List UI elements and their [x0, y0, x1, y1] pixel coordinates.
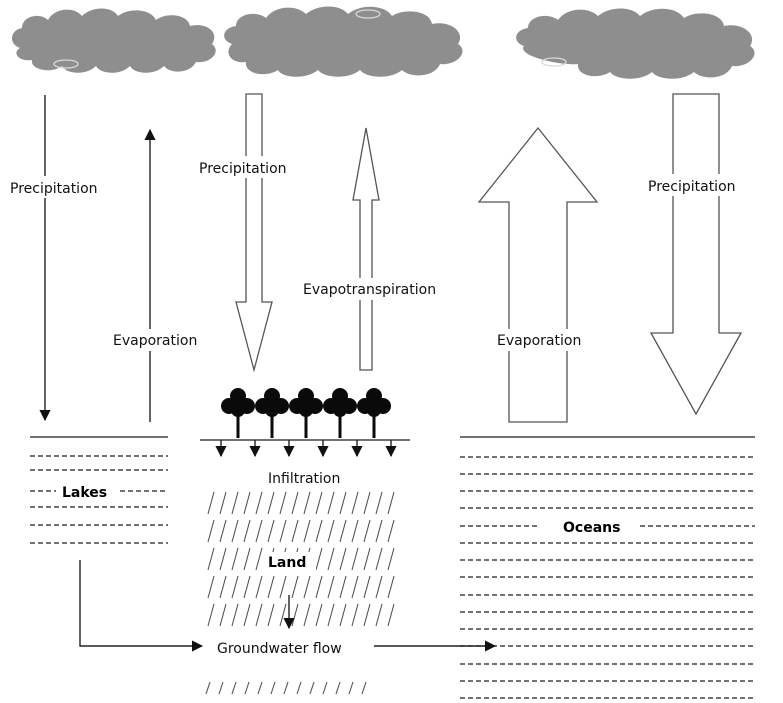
- oceans-water-body: [460, 436, 755, 699]
- tree-icon: [255, 388, 289, 438]
- precipitation-lakes-label: Precipitation: [10, 181, 98, 197]
- groundwater-from-lakes-arrow: [79, 560, 204, 652]
- land-bottom-hatching: [205, 681, 367, 695]
- infiltration-label: Infiltration: [268, 471, 340, 487]
- precipitation-ocean-arrow: [649, 93, 743, 416]
- oceans-label: Oceans: [563, 520, 620, 536]
- infiltration-arrows: [215, 440, 397, 458]
- evaporation-ocean-arrow: [477, 126, 599, 423]
- tree-icon: [221, 388, 255, 438]
- precipitation-ocean-label: Precipitation: [648, 179, 736, 195]
- evapotranspiration-label: Evapotranspiration: [303, 282, 436, 298]
- evaporation-lakes-label: Evaporation: [113, 333, 197, 349]
- precipitation-land-label: Precipitation: [199, 161, 287, 177]
- land-label: Land: [268, 555, 306, 571]
- lakes-label: Lakes: [62, 485, 107, 501]
- evapotranspiration-arrow: [352, 127, 380, 371]
- cloud-left-icon: [11, 8, 216, 73]
- tree-icon: [357, 388, 391, 438]
- tree-icon: [289, 388, 323, 438]
- evaporation-ocean-label: Evaporation: [497, 333, 581, 349]
- cloud-middle-icon: [224, 6, 463, 77]
- lakes-water-body: [30, 436, 168, 544]
- groundwater-flow-label: Groundwater flow: [217, 641, 342, 657]
- trees: [221, 388, 391, 438]
- cloud-right-icon: [516, 8, 755, 79]
- precipitation-land-arrow: [235, 93, 273, 373]
- tree-icon: [323, 388, 357, 438]
